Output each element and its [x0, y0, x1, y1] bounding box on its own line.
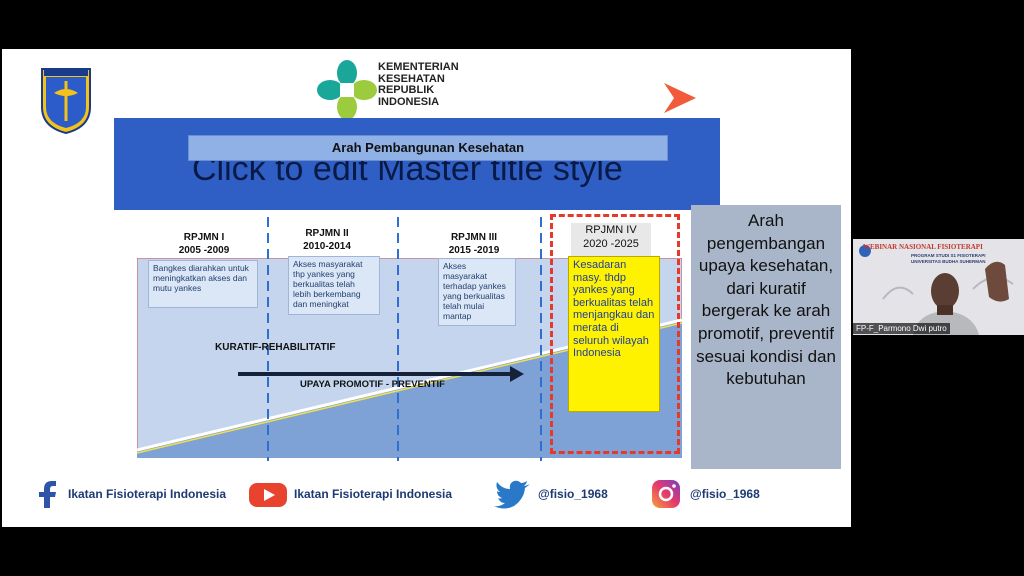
rpjmn-1-header: RPJMN I 2005 -2009: [174, 231, 234, 257]
chevron-right-icon: [664, 83, 696, 113]
social-facebook[interactable]: Ikatan Fisioterapi Indonesia: [34, 479, 226, 509]
social-label: Ikatan Fisioterapi Indonesia: [294, 487, 453, 501]
rpjmn-name: RPJMN I: [183, 232, 225, 243]
webinar-program: PROGRAM STUDI S1 FISIOTERAPI: [911, 253, 986, 258]
rpjmn-name: RPJMN III: [450, 232, 498, 243]
webcam-video: [853, 239, 1024, 335]
rpjmn-years: 2005 -2009: [178, 245, 230, 256]
timeline-dividers: [238, 217, 542, 461]
webcam-thumbnail[interactable]: WEBINAR NASIONAL FISIOTERAPI PROGRAM STU…: [853, 239, 1024, 335]
rpjmn-years: 2015 -2019: [448, 245, 500, 256]
kemenkes-line: KEMENTERIAN: [378, 61, 459, 73]
kemenkes-logo: KEMENTERIAN KESEHATAN REPUBLIK INDONESIA: [316, 59, 476, 121]
rpjmn-4-header: RPJMN IV 2020 -2025: [571, 223, 651, 257]
youtube-icon: [249, 483, 287, 507]
twitter-icon: [494, 480, 530, 509]
rpjmn-3-note: Akses masyarakat terhadap yankes yang be…: [438, 258, 516, 326]
participant-name: FP-F_Parmono Dwi putro: [853, 323, 950, 334]
title-band: Click to edit Master title style Arah Pe…: [114, 118, 720, 210]
kemenkes-line: KESEHATAN: [378, 72, 445, 85]
social-instagram[interactable]: @fisio_1968: [648, 479, 760, 509]
rpjmn-1-note: Bangkes diarahkan untuk meningkatkan aks…: [148, 260, 258, 308]
rpjmn-years: 2020 -2025: [583, 238, 639, 250]
rpjmn-2-note: Akses masyarakat thp yankes yang berkual…: [288, 256, 380, 315]
kemenkes-text: KEMENTERIAN KESEHATAN REPUBLIK INDONESIA: [378, 61, 459, 108]
rpjmn-name: RPJMN IV: [585, 224, 637, 236]
kemenkes-line: REPUBLIK: [378, 84, 435, 96]
webinar-university: UNIVERSITAS BUDHA SUHERMAN: [911, 258, 986, 264]
social-twitter[interactable]: @fisio_1968: [494, 479, 608, 509]
instagram-icon: [652, 480, 680, 508]
rpjmn-years: 2010-2014: [303, 241, 351, 252]
social-youtube[interactable]: Ikatan Fisioterapi Indonesia: [248, 479, 452, 509]
rpjmn-name: RPJMN II: [305, 228, 349, 239]
webinar-subtitle: PROGRAM STUDI S1 FISIOTERAPI UNIVERSITAS…: [911, 253, 986, 264]
facebook-icon: [39, 481, 56, 508]
social-label: @fisio_1968: [538, 487, 608, 501]
rpjmn-4-highlight: Kesadaran masy. thdp yankes yang berkual…: [568, 256, 660, 412]
side-text-panel: Arah pengembangan upaya kesehatan, dari …: [691, 205, 841, 469]
ifi-logo: [41, 68, 91, 135]
label-promotif: UPAYA PROMOTIF - PREVENTIF: [300, 379, 445, 390]
webinar-banner: WEBINAR NASIONAL FISIOTERAPI: [863, 243, 983, 251]
presentation-slide: KEMENTERIAN KESEHATAN REPUBLIK INDONESIA…: [2, 49, 851, 527]
rpjmn-4-dashed-frame: [550, 214, 680, 454]
social-label: Ikatan Fisioterapi Indonesia: [68, 487, 227, 501]
kemenkes-line: INDONESIA: [378, 95, 440, 108]
social-label: @fisio_1968: [690, 487, 760, 501]
slide-title: Arah Pembangunan Kesehatan: [188, 135, 668, 161]
label-kuratif: KURATIF-REHABILITATIF: [215, 342, 336, 353]
rpjmn-2-header: RPJMN II 2010-2014: [295, 227, 359, 253]
kemenkes-mark-icon: [317, 60, 377, 120]
rpjmn-3-header: RPJMN III 2015 -2019: [442, 231, 506, 257]
